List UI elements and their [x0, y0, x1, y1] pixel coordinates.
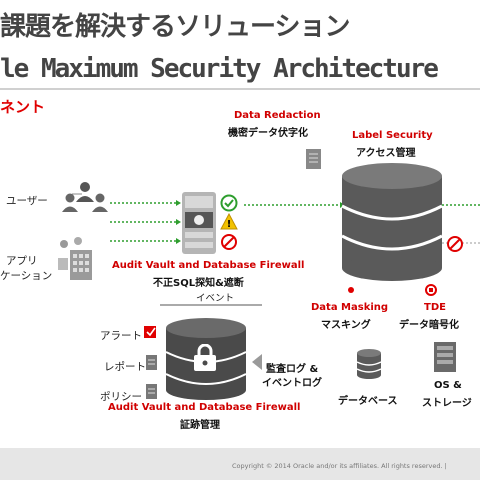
- svg-text:!: !: [227, 219, 232, 230]
- events-divider: [160, 304, 262, 306]
- tde-title: TDE: [424, 302, 446, 313]
- block-icon: [220, 233, 238, 255]
- policy-icon: [146, 384, 158, 404]
- report-icon: [146, 355, 158, 375]
- document-icon: [305, 148, 323, 174]
- tde-subtitle: データ暗号化: [399, 320, 459, 331]
- database-small-icon: [356, 348, 382, 384]
- os-line1: OS &: [434, 380, 462, 391]
- app-icon: [56, 236, 102, 286]
- policy-label: ポリシー: [100, 391, 142, 403]
- database-label: データベース: [338, 396, 398, 407]
- warning-icon: !: [220, 212, 238, 235]
- lock-icon: [192, 343, 218, 376]
- slide-subtitle: le Maximum Security Architecture: [0, 54, 439, 84]
- logs-line2: イベントログ: [262, 378, 322, 389]
- copyright-text: Copyright © 2014 Oracle and/or its affil…: [232, 462, 447, 470]
- events-label: イベント: [196, 293, 235, 304]
- data-redaction-subtitle: 機密データ伏字化: [228, 128, 308, 139]
- masking-icon: [346, 280, 356, 299]
- vault-title: Audit Vault and Database Firewall: [108, 402, 301, 413]
- data-redaction-title: Data Redaction: [234, 110, 321, 121]
- alert-icon: [144, 324, 158, 344]
- app-label-line2: ケーション: [0, 270, 53, 282]
- data-masking-title: Data Masking: [311, 302, 389, 313]
- log-arrow: [250, 352, 264, 376]
- database-icon: [340, 162, 444, 286]
- app-label-line1: アプリ: [6, 255, 38, 267]
- os-line2: ストレージ: [422, 398, 472, 409]
- firewall-subtitle: 不正SQL探知&遮断: [153, 278, 244, 289]
- users-icon: [62, 180, 108, 218]
- footer-bar: [0, 448, 480, 480]
- firewall-icon: [182, 192, 216, 258]
- firewall-title: Audit Vault and Database Firewall: [112, 260, 305, 271]
- report-label: レポート: [104, 361, 146, 373]
- users-label: ユーザー: [6, 195, 48, 207]
- vault-subtitle: 証跡管理: [180, 420, 220, 431]
- slide-title: 課題を解決するソリューション: [0, 12, 350, 42]
- logs-line1: 監査ログ &: [266, 364, 319, 375]
- tde-icon: [424, 282, 438, 301]
- alert-label: アラート: [100, 330, 142, 342]
- block-icon-outbound: [446, 235, 464, 257]
- section-label: ネント: [0, 98, 46, 116]
- label-security-subtitle: アクセス管理: [356, 148, 416, 159]
- check-icon: [220, 194, 238, 216]
- data-masking-subtitle: マスキング: [321, 320, 371, 331]
- os-storage-icon: [432, 340, 458, 378]
- title-divider: [0, 88, 480, 90]
- label-security-title: Label Security: [352, 130, 433, 141]
